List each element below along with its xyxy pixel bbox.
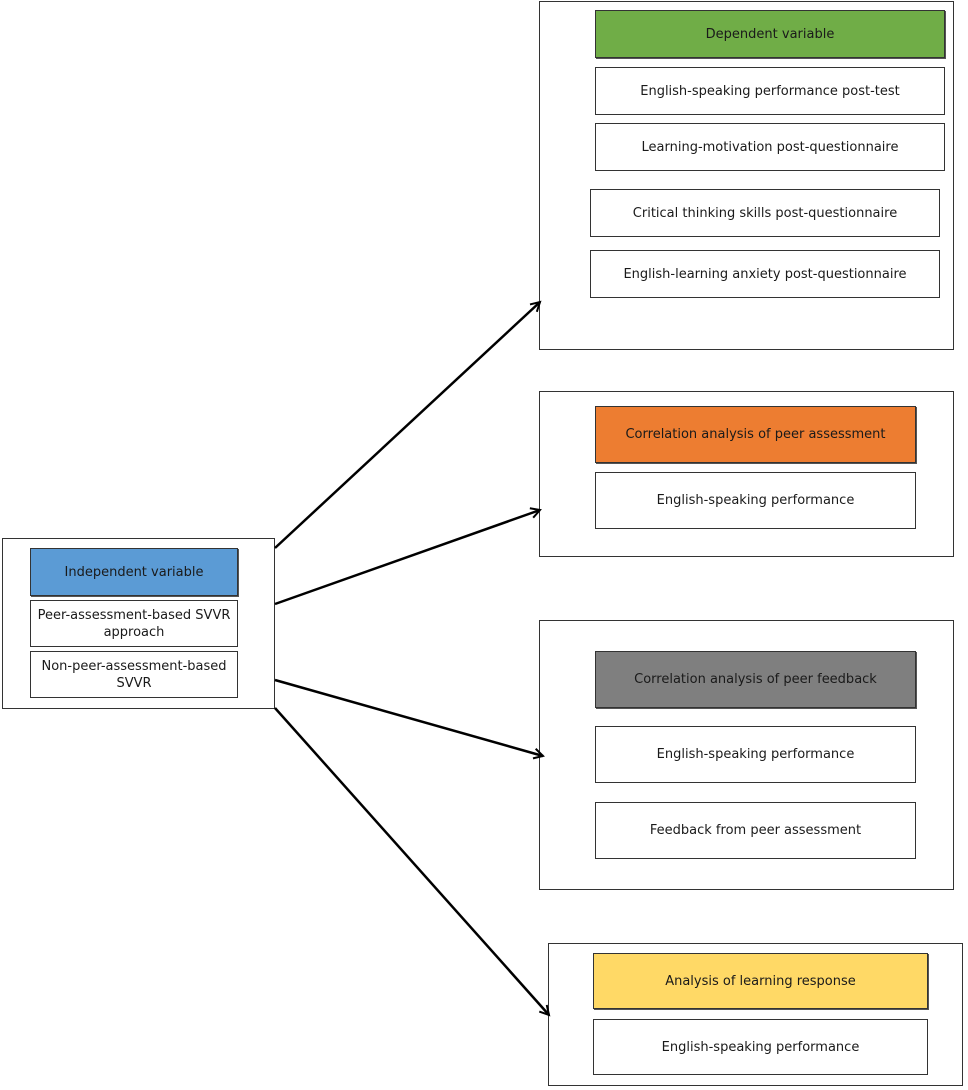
peer-feedback-item-feedback: Feedback from peer assessment — [595, 802, 916, 859]
learning-response-item-speaking: English-speaking performance — [593, 1019, 928, 1075]
peer-assessment-header: Correlation analysis of peer assessment — [595, 406, 916, 463]
peer-assessment-item-speaking: English-speaking performance — [595, 472, 916, 529]
arrow-to-peer-feedback — [274, 678, 543, 756]
peer-feedback-header: Correlation analysis of peer feedback — [595, 651, 916, 708]
dependent-variable-header: Dependent variable — [595, 10, 945, 58]
arrow-to-learning-response — [274, 707, 549, 1015]
independent-item-non-peer-assessment-svvr: Non-peer-assessment-based SVVR — [30, 651, 238, 698]
dependent-item-speaking-post-test: English-speaking performance post-test — [595, 67, 945, 115]
dependent-item-motivation-questionnaire: Learning-motivation post-questionnaire — [595, 123, 945, 171]
independent-item-peer-assessment-svvr: Peer-assessment-based SVVR approach — [30, 600, 238, 647]
arrow-to-peer-assessment — [274, 510, 540, 606]
arrow-to-dependent-variable — [274, 302, 540, 549]
dependent-item-anxiety-questionnaire: English-learning anxiety post-questionna… — [590, 250, 940, 298]
peer-feedback-item-speaking: English-speaking performance — [595, 726, 916, 783]
dependent-item-critical-thinking-questionnaire: Critical thinking skills post-questionna… — [590, 189, 940, 237]
learning-response-header: Analysis of learning response — [593, 953, 928, 1009]
independent-variable-header: Independent variable — [30, 548, 238, 596]
